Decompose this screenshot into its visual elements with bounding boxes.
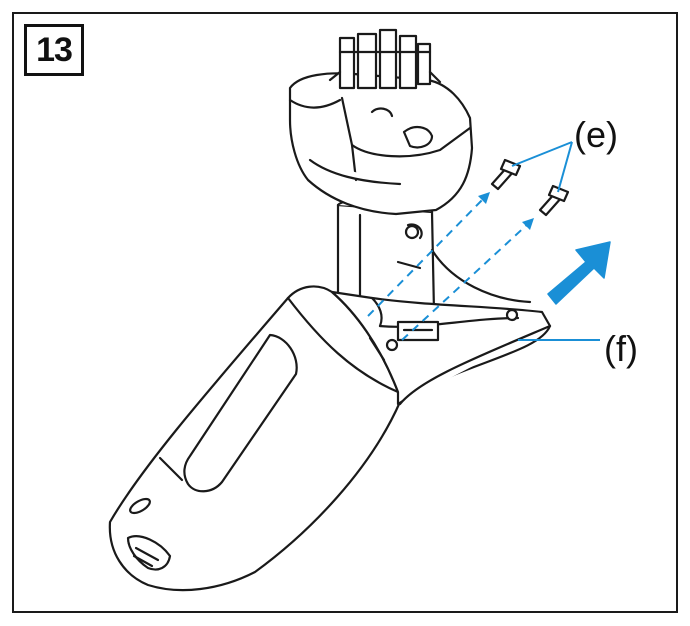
- label-screws: (e): [574, 114, 618, 155]
- step-number-box: 13: [24, 24, 84, 76]
- screw-upper: [490, 158, 522, 191]
- label-leader-lines: [511, 141, 600, 341]
- removal-direction-arrow: [547, 241, 611, 305]
- motor-column: [336, 198, 532, 314]
- screw-lower: [538, 184, 570, 217]
- motor-head: [288, 72, 474, 216]
- screw-guide-lines: [367, 195, 531, 341]
- label-cover: (f): [604, 328, 638, 369]
- terminal-pins: [328, 28, 442, 90]
- guide-arrowheads: [478, 192, 534, 230]
- step-number: 13: [36, 30, 73, 69]
- cover-plate: [330, 290, 552, 406]
- shaver-handle: [108, 285, 402, 592]
